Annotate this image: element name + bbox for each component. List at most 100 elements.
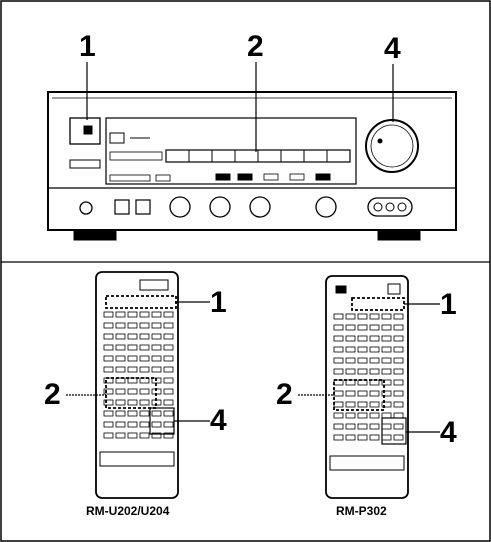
remote-button [151,432,162,439]
remote-button [163,421,174,428]
foot-right [377,229,421,241]
remote-button [139,322,150,329]
callout-remote-left-2: 2 [44,378,61,411]
remote-button [369,390,380,397]
headphone-jack [79,201,93,215]
remote-button [357,423,368,430]
power-button [69,117,101,145]
remote-button [127,399,138,406]
remote-button [369,357,380,364]
remote-button [127,344,138,351]
remote-button [393,401,404,408]
remote-left-body [95,271,179,499]
remote-button [103,344,114,351]
remote-button [139,355,150,362]
remote-button [127,322,138,329]
remote-button [357,412,368,419]
remote-button [333,357,344,364]
display-window [105,117,357,185]
remote-button [163,388,174,395]
remote-button [333,390,344,397]
remote-button [151,355,162,362]
callout-remote-left-4: 4 [210,404,227,437]
remote-button [163,344,174,351]
remote-button [163,399,174,406]
remote-button [115,344,126,351]
callout-receiver-4: 4 [384,32,401,65]
remote-button [333,313,344,320]
remote-button [163,311,174,318]
remote-button [127,333,138,340]
remote-button [393,324,404,331]
remote-button [127,355,138,362]
remote-button [369,335,380,342]
remote-button [393,379,404,386]
remote-button [139,410,150,417]
remote-button [163,322,174,329]
remote-button [393,423,404,430]
remote-button [369,346,380,353]
remote-button [333,423,344,430]
remote-button [357,324,368,331]
remote-button [151,366,162,373]
remote-button [357,434,368,441]
remote-button [103,322,114,329]
volume-knob [365,119,419,173]
remote-button [393,390,404,397]
remote-button [381,390,392,397]
remote-button [139,311,150,318]
remote-button [103,421,114,428]
remote-button [115,377,126,384]
remote-button [369,423,380,430]
remote-button [127,388,138,395]
remote-right-illustration [298,275,440,499]
remote-button [103,311,114,318]
remote-button [393,346,404,353]
remote-button [139,432,150,439]
callout-remote-left-1: 1 [210,286,227,319]
remote-button [381,379,392,386]
remote-button [333,434,344,441]
remote-button [103,366,114,373]
remote-button [357,346,368,353]
remote-button [139,366,150,373]
remote-button [357,390,368,397]
remote-button [151,322,162,329]
remote-button [139,399,150,406]
remote-button [333,401,344,408]
remote-button [369,412,380,419]
remote-button [381,324,392,331]
remote-button [139,333,150,340]
remote-button [115,355,126,362]
remote-button [381,368,392,375]
remote-button [103,432,114,439]
remote-button [357,368,368,375]
remote-button [139,421,150,428]
remote-button [127,410,138,417]
remote-button [115,366,126,373]
remote-button [333,335,344,342]
remote-right-body [325,275,409,499]
remote-button [345,335,356,342]
remote-button [127,421,138,428]
remote-button [357,379,368,386]
remote-button [127,366,138,373]
remote-button [115,432,126,439]
remote-button [369,434,380,441]
remote-button [151,333,162,340]
remote-button [369,401,380,408]
remote-left-number-area [105,377,157,409]
remote-button [103,333,114,340]
remote-button [163,355,174,362]
receiver-body [47,91,457,231]
remote-button [381,357,392,364]
remote-button [139,377,150,384]
remote-button [115,399,126,406]
remote-button [115,322,126,329]
foot-left [73,229,117,241]
remote-button [345,357,356,364]
model-label-right: RM-P302 [336,504,387,518]
remote-button [151,421,162,428]
